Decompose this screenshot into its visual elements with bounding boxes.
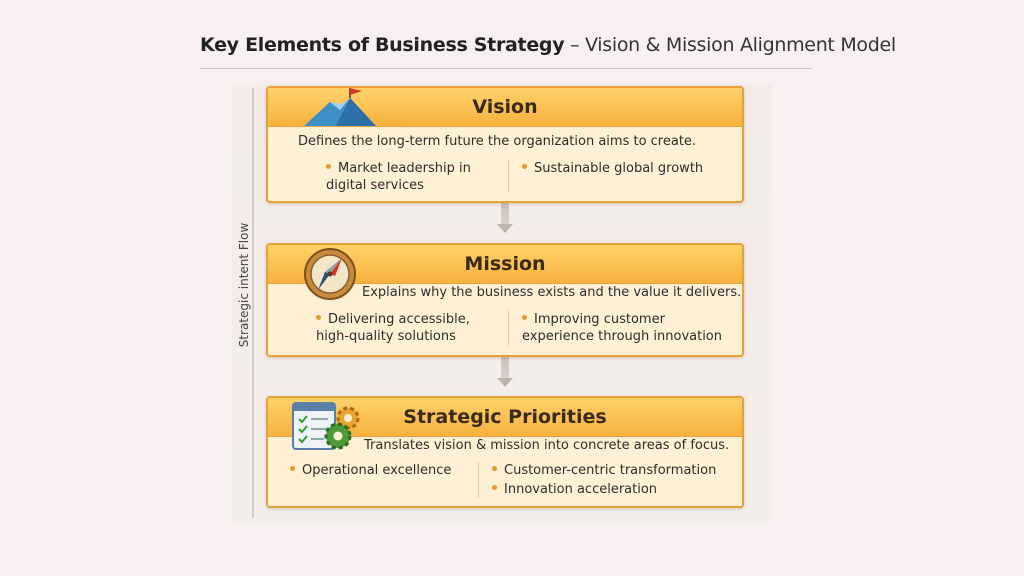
- mission-right-item: Improving customer experience through in…: [522, 311, 732, 345]
- vision-description: Defines the long-term future the organiz…: [298, 134, 697, 149]
- vision-title: Vision: [472, 96, 538, 118]
- mission-right-item-text: Improving customer experience through in…: [522, 312, 723, 344]
- title-subtitle: – Vision & Mission Alignment Model: [570, 34, 896, 56]
- priorities-right-item-text: Customer-centric transformation: [504, 463, 717, 478]
- bullet-icon: [326, 164, 331, 169]
- priorities-description: Translates vision & mission into concret…: [364, 438, 730, 453]
- title-divider: [200, 68, 812, 69]
- priorities-right-item-text: Innovation acceleration: [504, 482, 658, 497]
- priorities-left-item-text: Operational excellence: [302, 463, 452, 478]
- flow-line: [252, 88, 254, 518]
- priorities-title: Strategic Priorities: [403, 406, 607, 428]
- mission-title: Mission: [464, 253, 546, 275]
- compass-icon: [304, 248, 356, 300]
- bullet-icon: [492, 485, 497, 490]
- flow-label: Strategic intent Flow: [237, 222, 251, 348]
- mission-card: Mission Explains why the business exists…: [266, 243, 744, 357]
- mission-left-item: Delivering accessible, high-quality solu…: [316, 311, 506, 345]
- bullet-icon: [522, 164, 527, 169]
- connector-vision-mission: [501, 202, 509, 224]
- arrow-down-icon: [497, 224, 513, 233]
- priorities-left-item: Operational excellence: [290, 462, 490, 479]
- mission-description: Explains why the business exists and the…: [362, 285, 742, 300]
- vision-left-item-text: Market leadership in digital services: [326, 161, 471, 193]
- vision-divider: [508, 160, 509, 192]
- mission-left-item-text: Delivering accessible, high-quality solu…: [316, 312, 470, 344]
- bullet-icon: [522, 315, 527, 320]
- bullet-icon: [316, 315, 321, 320]
- bullet-icon: [492, 466, 497, 471]
- checklist-gears-icon: [292, 402, 360, 450]
- vision-right-item-text: Sustainable global growth: [534, 161, 704, 176]
- page-title: Key Elements of Business Strategy – Visi…: [200, 34, 896, 56]
- title-main: Key Elements of Business Strategy: [200, 34, 565, 56]
- vision-right-item: Sustainable global growth: [522, 160, 722, 177]
- priorities-right-item-1: Customer-centric transformation: [492, 462, 732, 479]
- mission-divider: [508, 311, 509, 345]
- arrow-down-icon: [497, 378, 513, 387]
- mountain-flag-icon: [304, 88, 376, 126]
- bullet-icon: [290, 466, 295, 471]
- priorities-right-item-2: Innovation acceleration: [492, 481, 732, 498]
- priorities-divider: [478, 462, 479, 498]
- connector-mission-priorities: [501, 356, 509, 378]
- vision-left-item: Market leadership in digital services: [326, 160, 506, 194]
